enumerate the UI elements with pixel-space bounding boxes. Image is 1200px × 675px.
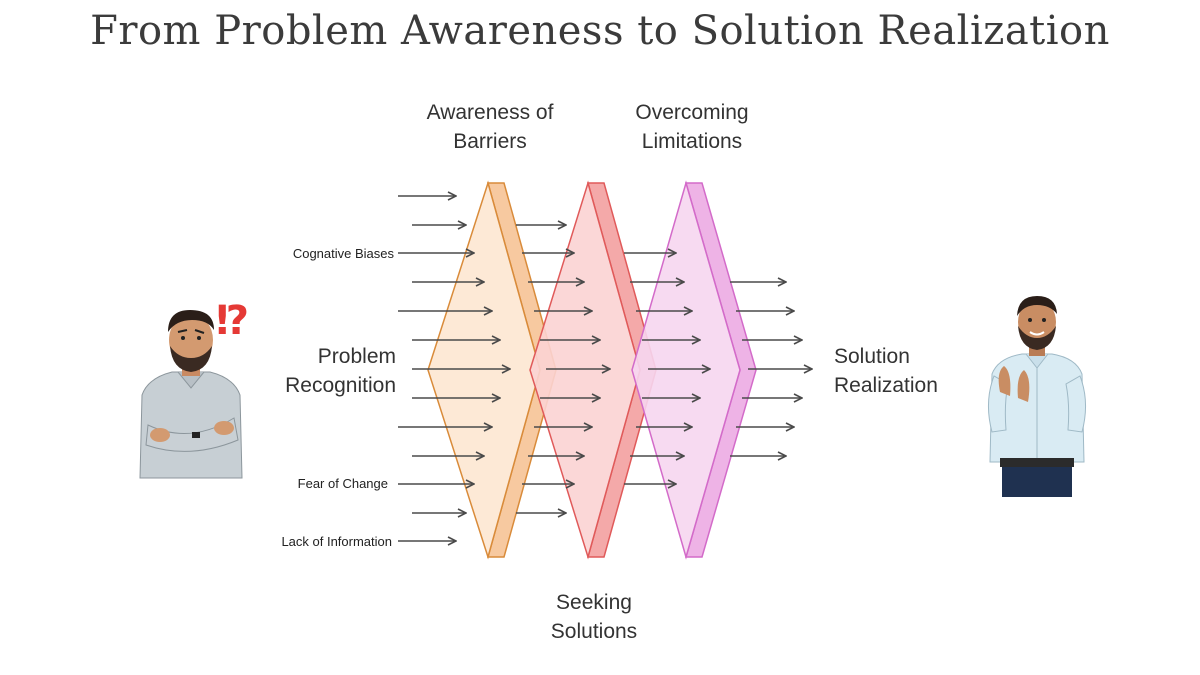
label-overcoming-limitations: Overcoming Limitations [635, 101, 749, 153]
label-problem-recognition: Problem Recognition [285, 345, 396, 397]
output-arrows [730, 282, 812, 456]
middle-arrows-1 [516, 225, 610, 513]
stage-overcoming-limitations [631, 180, 757, 560]
middle-arrows-2 [624, 253, 710, 484]
confused-person-icon [139, 310, 243, 479]
input-arrows [398, 196, 510, 541]
label-awareness-of-barriers: Awareness of Barriers [426, 101, 554, 153]
label-fear-of-change: Fear of Change [297, 476, 388, 491]
interrobang-icon: ⁉ [216, 298, 250, 344]
applauding-person-icon [988, 296, 1086, 497]
label-seeking-solutions: Seeking Solutions [550, 591, 638, 643]
page-title: From Problem Awareness to Solution Reali… [90, 8, 1110, 54]
label-cognitive-biases: Cognative Biases [292, 246, 394, 261]
label-lack-of-information: Lack of Information [281, 534, 392, 549]
label-solution-realization: Solution Realization [834, 345, 938, 397]
